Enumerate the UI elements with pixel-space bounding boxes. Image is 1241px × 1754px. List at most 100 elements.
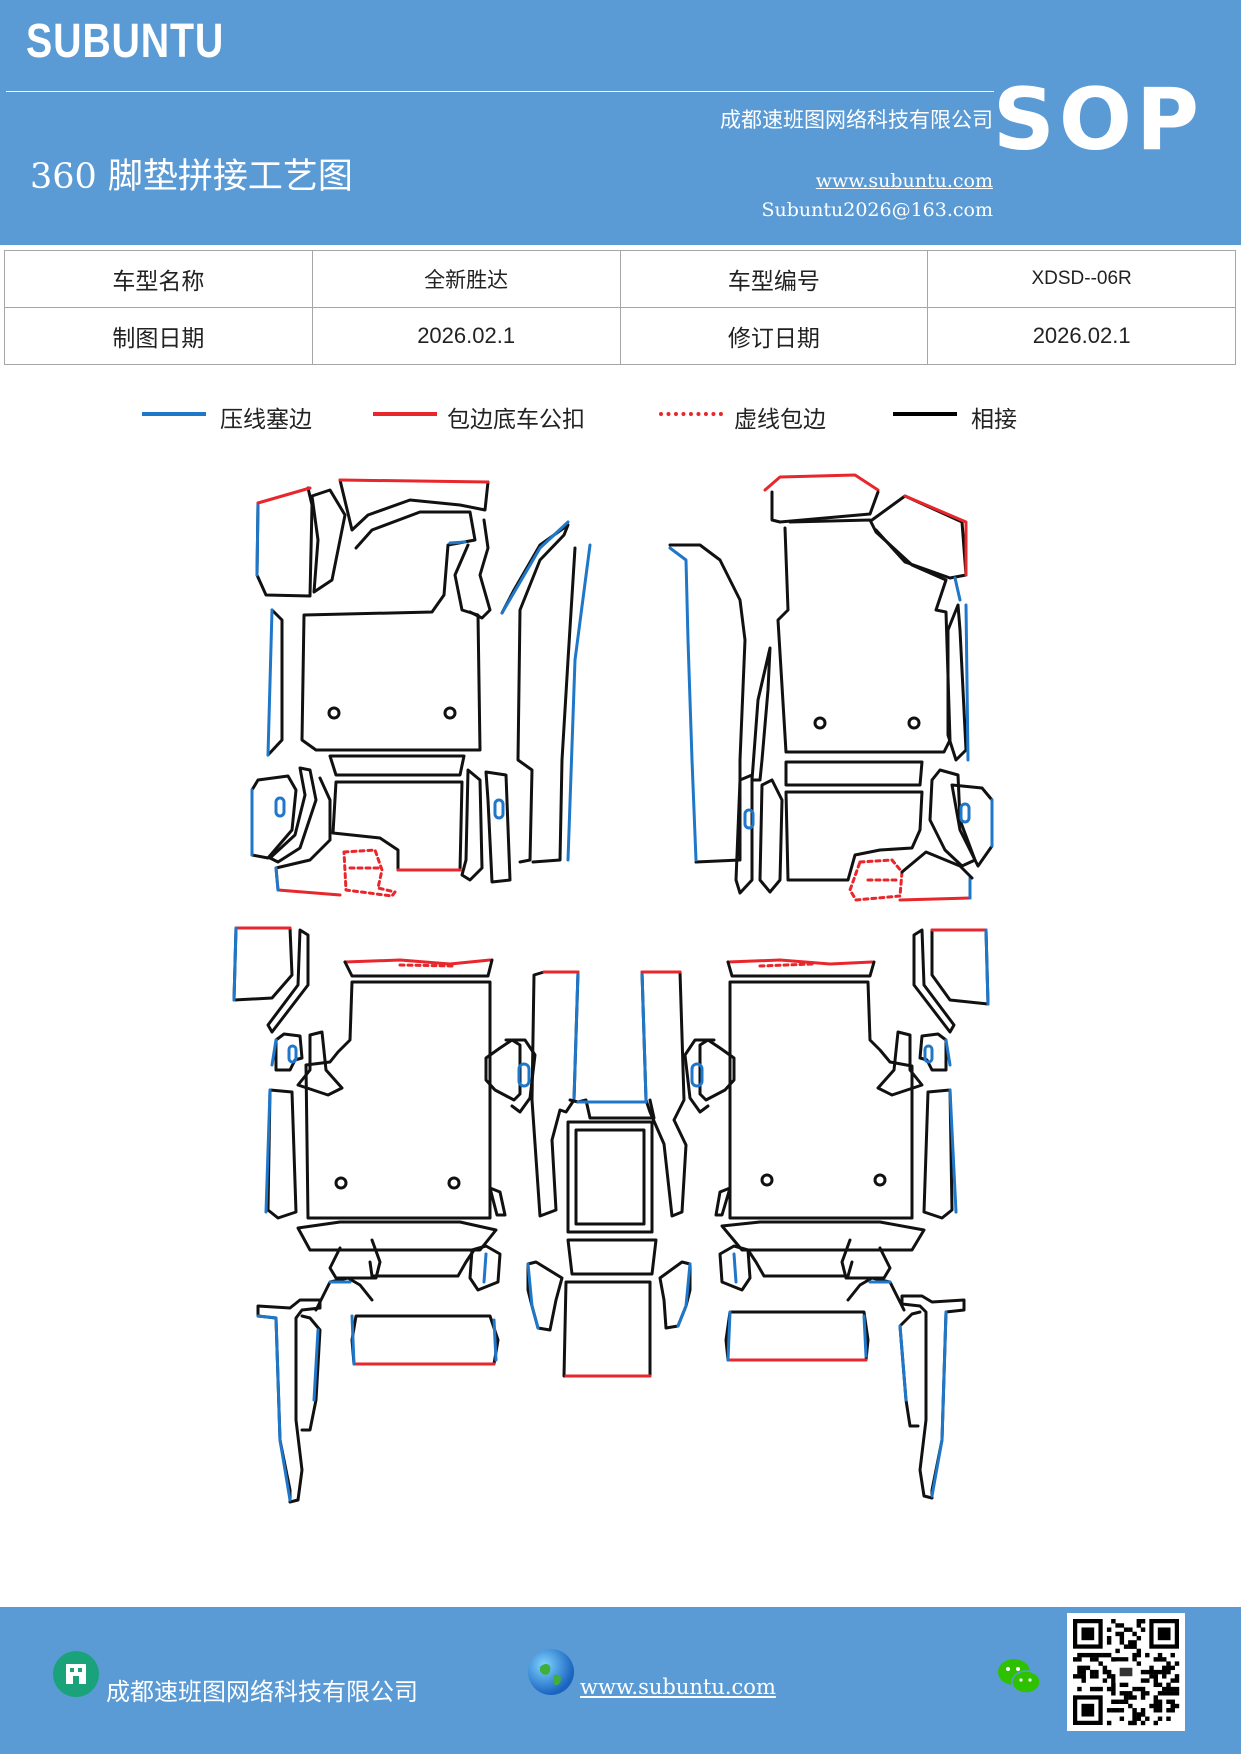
- legend-label: 相接: [971, 407, 1017, 433]
- front-left-side-strip: [266, 608, 284, 757]
- front-right-mat-hole: [907, 716, 921, 730]
- rear-left-left-strip: [266, 1088, 298, 1220]
- footer-banner: 成都速班图网络科技有限公司 www.subuntu.com: [0, 1607, 1241, 1754]
- center-mid-left: [526, 1260, 564, 1332]
- building-icon: [53, 1651, 99, 1697]
- rear-right-right-strip: [922, 1088, 954, 1220]
- center-main-rect: [566, 1120, 654, 1234]
- rear-right-side-strip: [912, 928, 956, 1034]
- rear-right-heel-curve: [846, 1276, 906, 1312]
- front-left-corner-blue: [255, 501, 260, 577]
- rear-left-long-strip-blue: [256, 1314, 292, 1502]
- rear-right-heel-left: [718, 1244, 752, 1292]
- header-divider: [6, 91, 994, 92]
- front-left-sill: [310, 488, 347, 594]
- rear-left-corner-blue: [232, 926, 238, 1002]
- rear-right-corner-blue: [984, 928, 990, 1006]
- rear-left-heel-mat: [368, 1248, 476, 1278]
- rear-left-heel-curve: [314, 1276, 374, 1312]
- front-left-dotted-red-box: [342, 848, 397, 898]
- legend-label: 包边底车公扣: [447, 407, 585, 433]
- center-left-strip-blue: [572, 970, 580, 1102]
- front-right-mat-group: [668, 473, 994, 902]
- front-right-top-red: [763, 473, 880, 492]
- qr-code-pattern: [1073, 1619, 1180, 1726]
- front-left-blue-slot-2: [493, 798, 505, 820]
- wechat-icon: [996, 1655, 1044, 1699]
- front-right-side-strip: [946, 603, 968, 762]
- front-left-corner-piece: [255, 486, 314, 598]
- table-cell-value: 全新胜达: [311, 250, 621, 308]
- rear-right-heel-mat: [746, 1248, 854, 1278]
- rear-left-top-red: [343, 958, 492, 966]
- legend-item-1: 压线塞边: [142, 400, 342, 440]
- rear-right-corner: [930, 928, 990, 1006]
- table-cell-label: 车型名称: [4, 250, 313, 308]
- front-right-dotted-red-box: [848, 858, 904, 902]
- rear-right-blue-slot-2: [690, 1062, 704, 1088]
- legend-swatch-red: [373, 412, 437, 416]
- rear-right-heel-bar: [720, 1220, 926, 1252]
- legend-label: 压线塞边: [220, 407, 312, 433]
- rear-left-top-piece: [343, 958, 494, 978]
- front-right-top-piece: [770, 490, 880, 524]
- sop-badge: SOP: [992, 70, 1203, 170]
- front-left-curved-strip: [268, 766, 318, 864]
- rear-left-side-strip: [266, 928, 310, 1034]
- rear-left-heel-bar: [296, 1220, 498, 1252]
- front-left-side-strip-blue: [266, 608, 274, 757]
- center-right-strip: [640, 970, 688, 1218]
- footer-company-name: 成都速班图网络科技有限公司: [106, 1678, 418, 1706]
- center-main-rect-inner: [574, 1128, 646, 1226]
- front-right-blue-slot: [743, 808, 755, 830]
- front-right-heel-bar: [784, 760, 924, 787]
- front-right-lower-mat: [784, 790, 924, 882]
- front-right-tunnel-long: [668, 543, 747, 864]
- brand-logo: SUBUNTU: [26, 15, 225, 68]
- rear-left-corner: [232, 926, 294, 1002]
- front-left-heel-bar: [328, 754, 466, 777]
- rear-right-top-red: [726, 958, 874, 966]
- center-left-strip: [530, 970, 580, 1218]
- table-cell-value: XDSD--06R: [927, 250, 1236, 308]
- rear-left-blue-slot-2: [517, 1062, 531, 1088]
- front-left-lower-mat: [331, 780, 464, 872]
- rear-right-long-strip-blue: [930, 1310, 948, 1498]
- front-right-lower-strip-2: [758, 778, 784, 894]
- table-cell-label: 修订日期: [619, 307, 929, 365]
- rear-left-heel-lower: [328, 1238, 382, 1280]
- legend-swatch-black: [893, 412, 957, 416]
- center-tunnel-group: [526, 970, 692, 1378]
- rear-left-main-mat: [304, 980, 492, 1220]
- rear-left-heel-right: [468, 1244, 502, 1292]
- center-mid-left-blue: [526, 1262, 540, 1330]
- rear-right-mat-hole: [760, 1173, 774, 1187]
- header-banner: SUBUNTU 成都速班图网络科技有限公司 360 脚垫拼接工艺图 www.su…: [0, 0, 1241, 245]
- legend-swatch-red-dotted: [659, 412, 723, 416]
- legend-item-3: 虚线包边: [659, 400, 859, 440]
- header-email: Subuntu2026@163.com: [761, 199, 993, 221]
- rear-left-long-strip: [256, 1298, 322, 1504]
- legend-item-4: 相接: [893, 400, 1053, 440]
- front-left-bottom-blue: [274, 866, 280, 892]
- header-website-link[interactable]: www.subuntu.com: [815, 170, 993, 192]
- front-left-tunnel-piece: [468, 518, 492, 620]
- rear-left-long-strip-2-blue: [312, 1328, 320, 1402]
- rear-right-right-strip-blue: [948, 1088, 958, 1214]
- qr-code[interactable]: [1067, 1613, 1185, 1731]
- rear-left-heel-right-blue: [482, 1252, 488, 1284]
- rear-right-top-piece: [726, 960, 876, 978]
- header-company-name: 成都速班图网络科技有限公司: [720, 108, 993, 132]
- front-left-mat-hole: [327, 706, 341, 720]
- front-left-blue-slot: [274, 796, 286, 818]
- rear-left-bottom-mat: [350, 1314, 500, 1366]
- front-left-tunnel-strip-blue: [500, 520, 570, 615]
- rear-left-blue-slot: [287, 1044, 298, 1064]
- vehicle-info-table: 车型名称 全新胜达 车型编号 XDSD--06R 制图日期 2026.02.1 …: [4, 250, 1236, 365]
- rear-right-long-strip-2-blue: [898, 1324, 908, 1402]
- rear-left-tunnel-piece-2: [488, 1186, 507, 1217]
- front-left-top-bar-red: [338, 478, 490, 484]
- center-mid-right: [658, 1260, 692, 1330]
- footer-website-link[interactable]: www.subuntu.com: [580, 1675, 776, 1699]
